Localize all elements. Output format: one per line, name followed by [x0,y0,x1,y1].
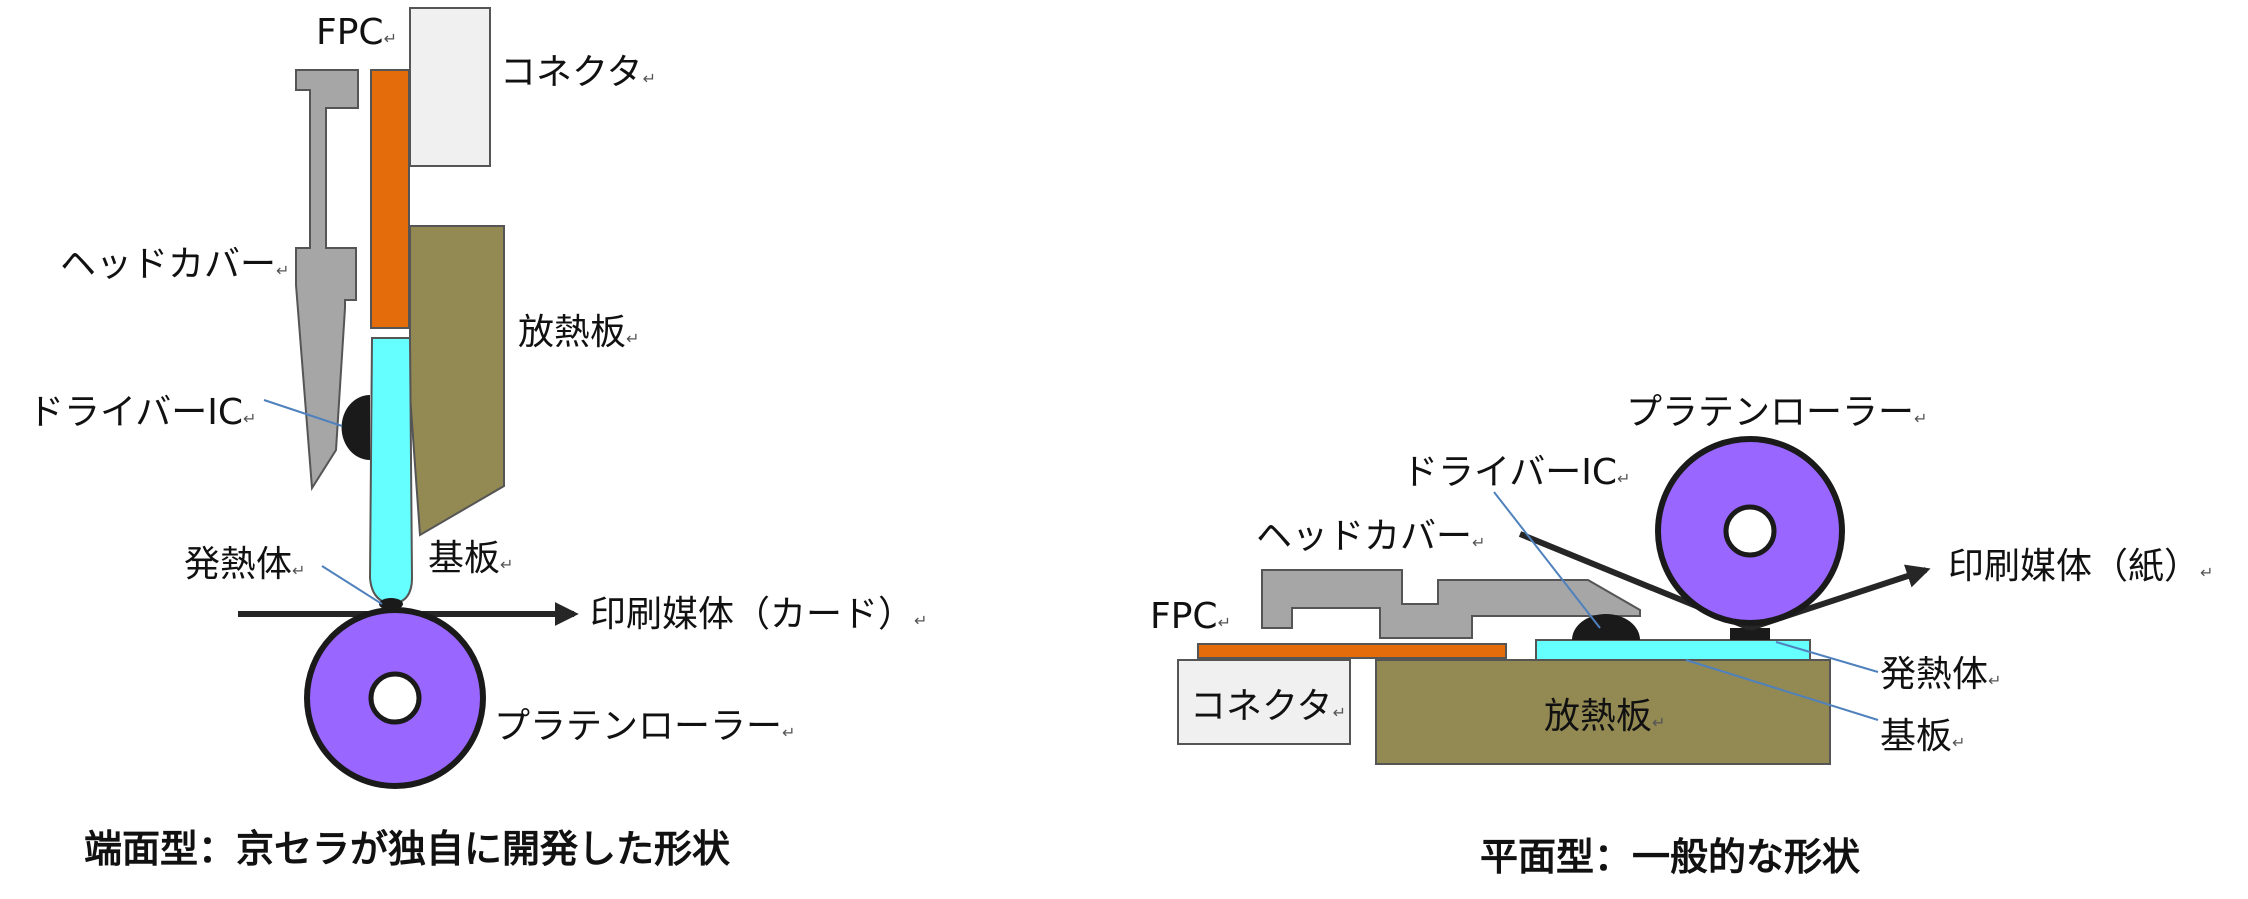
right-heater [1730,628,1770,640]
left-connector-label: コネクタ↵ [500,52,656,93]
left-head-cover [295,69,359,492]
right-substrate-label: 基板↵ [1880,716,1965,757]
right-substrate-leader [1685,659,1879,721]
left-heater-leader [321,565,383,605]
right-caption: 平面型：一般的な形状 [1480,835,1861,879]
left-caption: 端面型：京セラが独自に開発した形状 [84,827,731,871]
left-platen-roller-label: プラテンローラー↵ [494,706,795,747]
right-heater-label: 発熱体↵ [1880,654,2001,695]
left-driver-ic-label: ドライバーIC↵ [28,392,256,433]
right-substrate [1535,639,1811,661]
left-driver-ic [341,395,370,460]
left-platen-roller [304,607,486,789]
left-fpc [370,69,410,329]
edge-type-diagram: FPC↵ コネクタ↵ ヘッドカバー↵ 放熱板↵ ドライバーIC↵ 発熱体↵ 基板… [28,7,927,871]
right-heater-leader [1775,641,1879,673]
right-fpc-label: FPC↵ [1150,596,1231,637]
right-driver-ic-label: ドライバーIC↵ [1402,452,1630,493]
right-head-cover-label: ヘッドカバー↵ [1256,516,1485,557]
right-driver-ic [1572,614,1640,640]
right-driver-ic-leader [1493,491,1601,629]
left-connector [409,7,491,167]
right-platen-roller-label: プラテンローラー↵ [1626,392,1927,433]
left-heat-sink-label: 放熱板↵ [518,312,639,353]
right-fpc [1197,643,1507,659]
flat-type-diagram: プラテンローラー↵ ドライバーIC↵ ヘッドカバー↵ 印刷媒体（紙）↵ FPC↵… [1150,392,2213,879]
left-fpc-label: FPC↵ [316,12,397,53]
left-heater-label: 発熱体↵ [184,544,305,585]
left-heat-sink [409,225,505,537]
left-media-label: 印刷媒体（カード）↵ [590,594,927,635]
left-driver-ic-leader [263,399,343,427]
left-substrate [368,337,414,606]
left-head-cover-label: ヘッドカバー↵ [60,244,289,285]
right-head-cover [1261,569,1641,639]
right-connector [1177,659,1351,745]
right-connector-label: コネクタ↵ [1190,686,1346,727]
right-heat-sink-label: 放熱板↵ [1544,696,1665,737]
right-media-label: 印刷媒体（紙）↵ [1948,546,2213,587]
left-substrate-label: 基板↵ [428,538,513,579]
right-platen-roller [1655,436,1845,626]
left-heater [379,598,403,610]
